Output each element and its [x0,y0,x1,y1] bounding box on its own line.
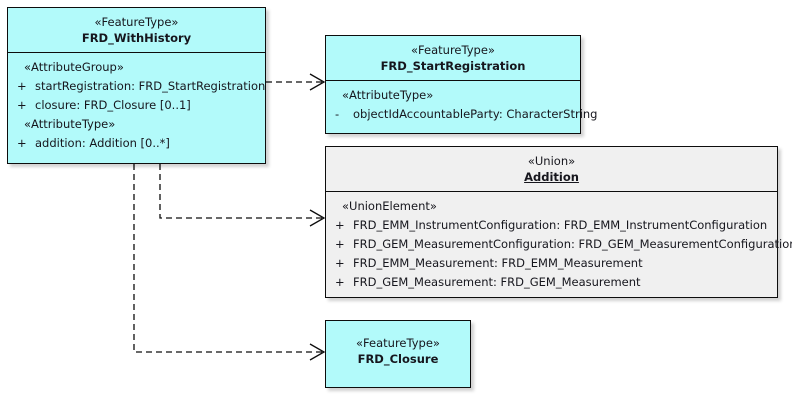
attribute-label: FRD_EMM_Measurement: FRD_EMM_Measurement [353,256,643,270]
connector-line [159,164,322,219]
attribute-label: FRD_EMM_InstrumentConfiguration: FRD_EMM… [353,218,768,232]
uml-class-frd-startregistration[interactable]: «FeatureType» FRD_StartRegistration «Att… [325,35,597,134]
class-attribute-compartment: «UnionElement» + FRD_EMM_InstrumentConfi… [326,192,792,297]
open-arrowhead-icon [309,209,326,227]
class-header: «FeatureType» FRD_Closure [326,321,470,373]
class-title: FRD_StartRegistration [380,59,526,73]
open-arrowhead-icon [309,343,326,361]
class-stereotype: «FeatureType» [411,43,495,57]
class-title: Addition [524,170,579,184]
attribute-row[interactable]: + FRD_EMM_Measurement: FRD_EMM_Measureme… [333,254,773,273]
uml-class-addition[interactable]: «Union» Addition «UnionElement» + FRD_EM… [325,146,792,298]
visibility-marker: + [335,275,345,289]
visibility-marker: + [17,98,27,112]
open-arrowhead-icon [309,73,326,91]
class-header: «FeatureType» FRD_StartRegistration [326,36,580,81]
visibility-marker: + [17,136,27,150]
attribute-row[interactable]: - objectIdAccountableParty: CharacterStr… [333,105,597,124]
attribute-group-stereotype: «AttributeGroup» [24,60,124,74]
attribute-group-stereotype: «AttributeType» [24,117,116,131]
class-title: FRD_WithHistory [81,31,192,45]
attribute-row[interactable]: + FRD_EMM_InstrumentConfiguration: FRD_E… [333,216,773,235]
connector-withhistory-to-startregistration[interactable] [266,73,326,91]
attribute-label: closure: FRD_Closure [0..1] [35,98,191,112]
class-attribute-compartment: «AttributeType» - objectIdAccountablePar… [326,81,597,129]
attribute-row[interactable]: + closure: FRD_Closure [0..1] [15,96,261,115]
visibility-marker: + [17,79,27,93]
uml-class-frd-withhistory[interactable]: «FeatureType» FRD_WithHistory «Attribute… [7,7,266,164]
attribute-label: startRegistration: FRD_StartRegistration [35,79,266,93]
attribute-label: FRD_GEM_Measurement: FRD_GEM_Measurement [353,275,641,289]
attribute-group-stereotype: «UnionElement» [342,199,437,213]
class-title: FRD_Closure [357,352,439,366]
class-attribute-compartment: «AttributeGroup» + startRegistration: FR… [8,53,265,158]
connector-withhistory-to-addition[interactable] [159,164,326,227]
visibility-marker: + [335,218,345,232]
connector-line [133,164,322,353]
class-stereotype: «Union» [527,154,576,168]
attribute-label: FRD_GEM_MeasurementConfiguration: FRD_GE… [353,237,792,251]
attribute-group-stereotype: «AttributeType» [342,88,434,102]
attribute-row[interactable]: + startRegistration: FRD_StartRegistrati… [15,77,265,96]
visibility-marker: - [335,107,340,121]
attribute-label: addition: Addition [0..*] [35,136,170,150]
connector-withhistory-to-closure[interactable] [133,164,326,361]
visibility-marker: + [335,237,345,251]
attribute-row[interactable]: + FRD_GEM_Measurement: FRD_GEM_Measureme… [333,273,773,292]
uml-class-frd-closure[interactable]: «FeatureType» FRD_Closure [325,320,471,388]
attribute-row[interactable]: + addition: Addition [0..*] [15,134,261,153]
class-header: «FeatureType» FRD_WithHistory [8,8,265,53]
attribute-row[interactable]: + FRD_GEM_MeasurementConfiguration: FRD_… [333,235,792,254]
attribute-label: objectIdAccountableParty: CharacterStrin… [353,107,598,121]
class-stereotype: «FeatureType» [356,336,440,350]
class-stereotype: «FeatureType» [94,15,179,29]
class-header: «Union» Addition [326,147,777,192]
visibility-marker: + [335,256,345,270]
